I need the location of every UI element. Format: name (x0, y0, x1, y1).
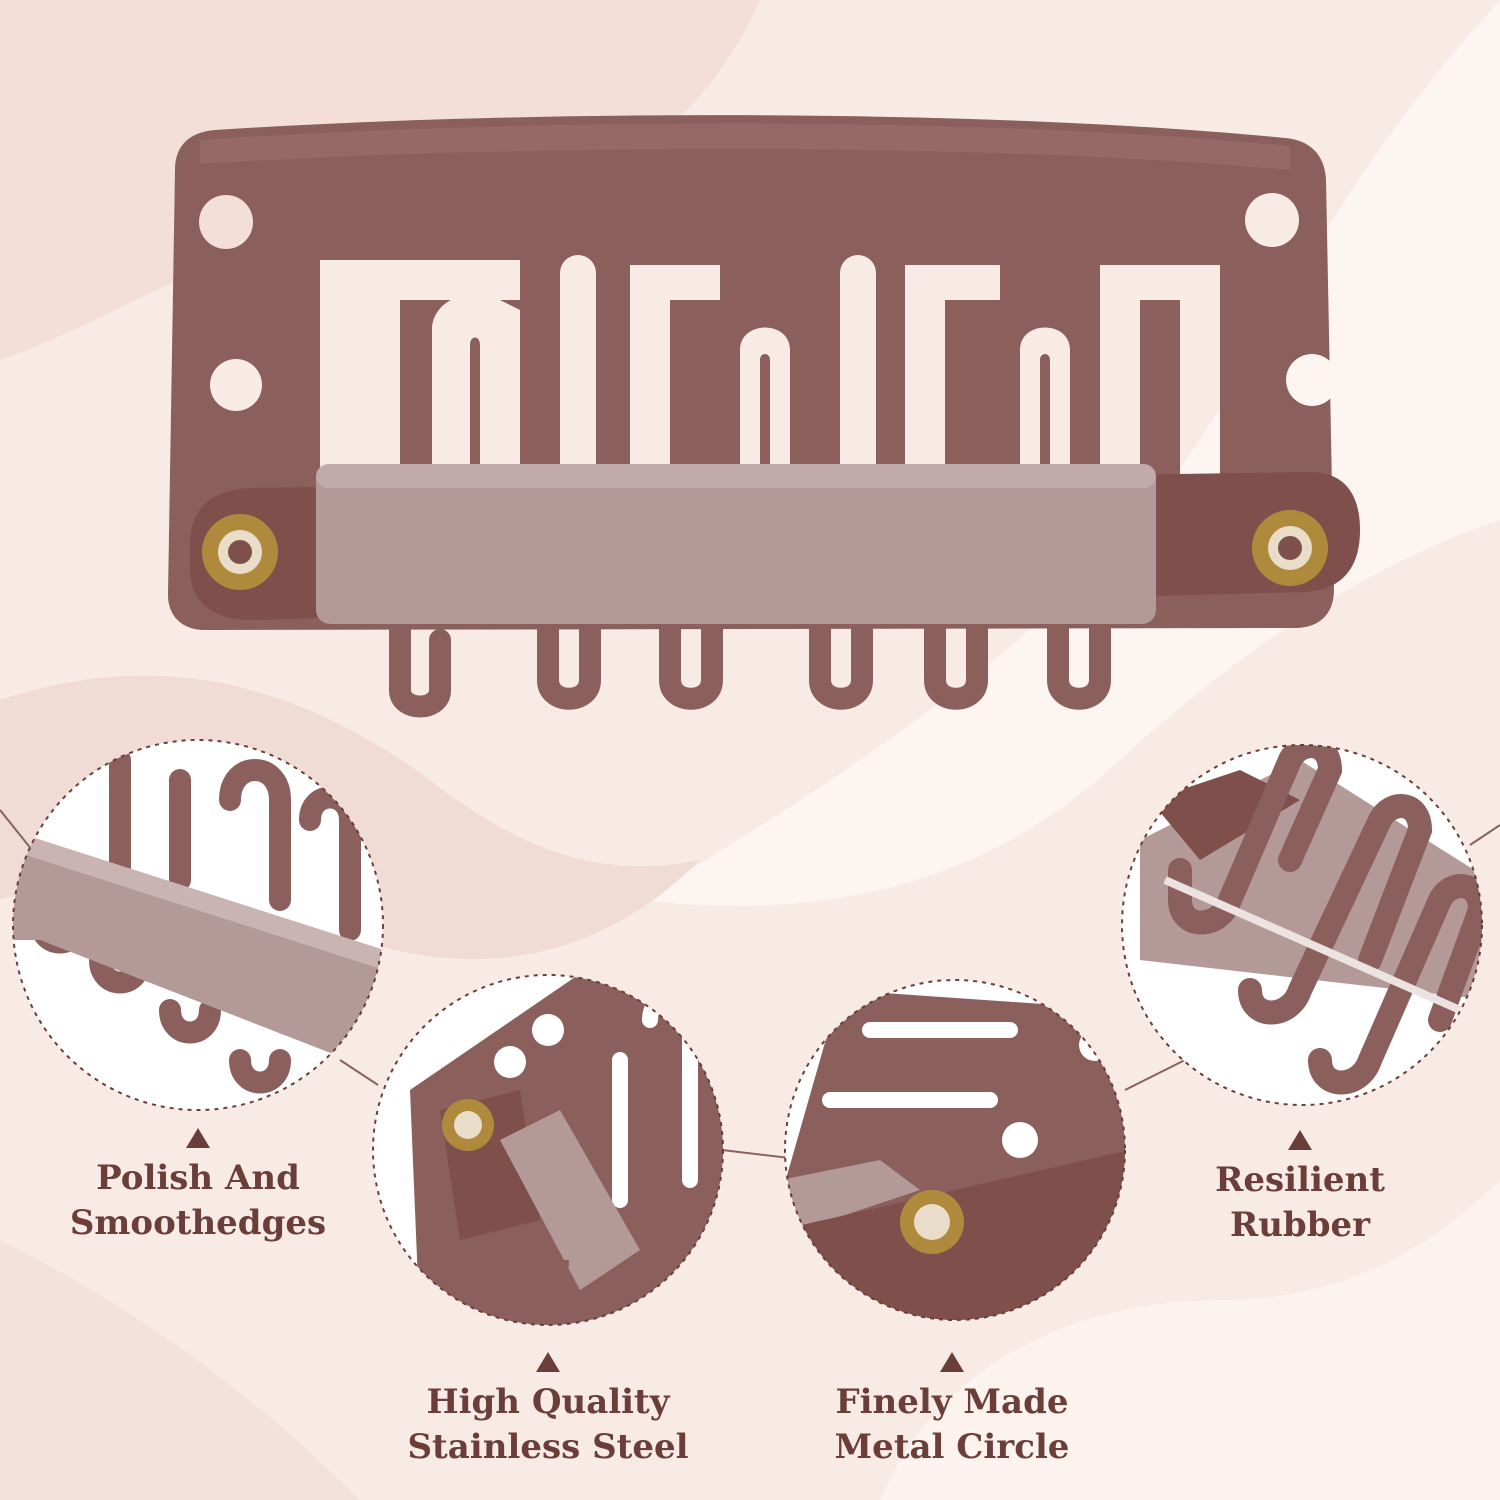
triangle-up-icon (186, 1128, 210, 1148)
triangle-up-icon (940, 1352, 964, 1372)
caption-line-1: Finely Made (835, 1382, 1069, 1422)
caption-resilient-rubber: Resilient Rubber (1180, 1130, 1420, 1248)
caption-line-2: Rubber (1229, 1205, 1371, 1245)
caption-line-2: Smoothedges (69, 1203, 327, 1243)
caption-polish-and-smooth-edges: Polish And Smoothedges (58, 1128, 338, 1246)
triangle-up-icon (536, 1352, 560, 1372)
caption-finely-made-metal-circle: Finely Made Metal Circle (812, 1352, 1092, 1470)
caption-line-1: High Quality (426, 1382, 670, 1422)
caption-line-2: Metal Circle (834, 1427, 1070, 1467)
caption-high-quality-stainless-steel: High Quality Stainless Steel (398, 1352, 698, 1470)
caption-line-1: Polish And (96, 1158, 300, 1198)
caption-line-2: Stainless Steel (407, 1427, 689, 1467)
triangle-up-icon (1288, 1130, 1312, 1150)
caption-line-1: Resilient (1215, 1160, 1385, 1200)
